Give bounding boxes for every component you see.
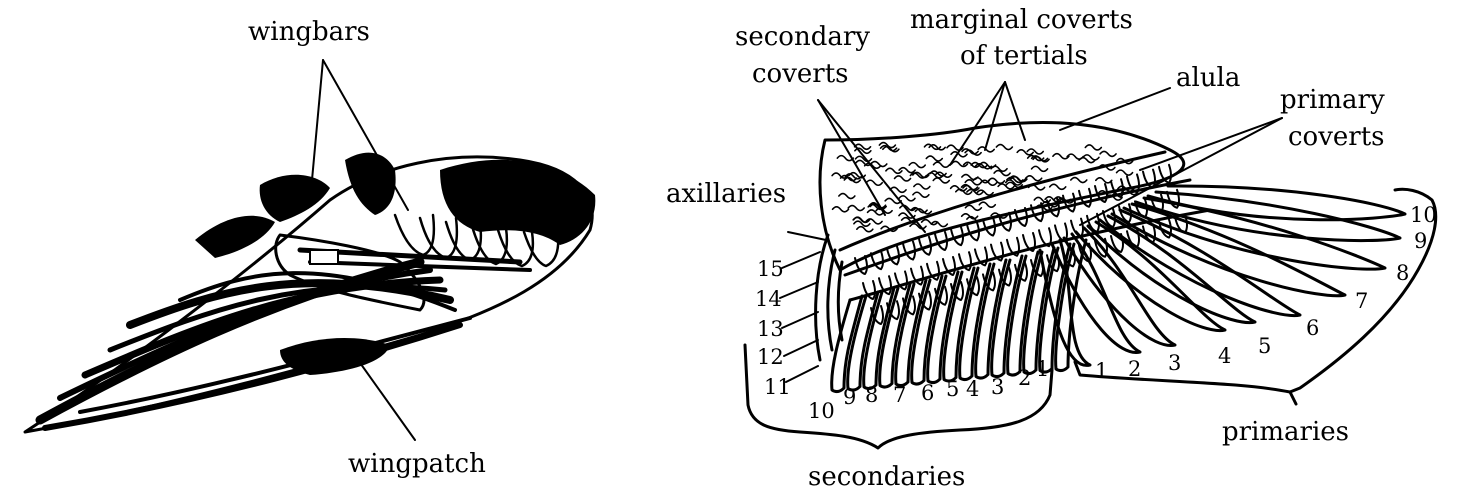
- alula-leader: [1060, 88, 1170, 130]
- mottle-mark: [913, 192, 929, 197]
- mottle-mark: [848, 206, 864, 211]
- secondary-number-3: 3: [991, 375, 1004, 399]
- axillaries-leader: [788, 232, 826, 240]
- marginal-coverts-leader-2: [1005, 82, 1025, 140]
- secondary-number-2: 2: [1018, 366, 1031, 390]
- label-marginal-coverts-2: of tertials: [960, 41, 1088, 71]
- secondary-number-5: 5: [946, 377, 959, 401]
- secondary-number-12: 12: [757, 345, 784, 369]
- primary-number-5: 5: [1258, 334, 1271, 358]
- primary-number-9: 9: [1414, 229, 1427, 253]
- label-secondary-coverts-2: coverts: [752, 59, 849, 89]
- mottle-mark: [1085, 145, 1101, 150]
- primary-number-1: 1: [1095, 359, 1108, 383]
- secondary-number-13: 13: [757, 317, 784, 341]
- mottle-mark: [866, 180, 882, 185]
- primary-number-10: 10: [1410, 203, 1437, 227]
- mottle-mark: [914, 184, 930, 189]
- wingbars-leader-1: [312, 60, 323, 180]
- mottle-mark: [1100, 151, 1116, 156]
- flight-feather-stripes: [40, 250, 530, 428]
- secondary-coverts-leader-2: [818, 100, 925, 232]
- primary-number-3: 3: [1168, 351, 1181, 375]
- secondary-number-15: 15: [757, 257, 784, 281]
- secondary-number-7: 7: [893, 383, 906, 407]
- dark-covert-mass-2: [345, 153, 396, 215]
- folded-wing-drawing: wingbars wingpatch: [25, 17, 595, 479]
- label-secondaries: secondaries: [808, 462, 965, 492]
- mottle-mark: [962, 175, 978, 180]
- secondary-number-4: 4: [966, 377, 979, 401]
- label-wingbars: wingbars: [248, 17, 370, 47]
- secondary-number-1: 1: [1036, 357, 1049, 381]
- mottle-mark: [1117, 170, 1133, 175]
- mottle-mark: [1050, 184, 1066, 189]
- mottle-mark: [857, 227, 873, 232]
- label-axillaries: axillaries: [666, 179, 786, 209]
- mottle-mark: [979, 202, 995, 207]
- mottle-mark: [1026, 176, 1042, 181]
- secondary-number-10: 10: [808, 399, 835, 423]
- primary-number-7: 7: [1355, 289, 1368, 313]
- secondary-number-8: 8: [865, 383, 878, 407]
- secondary-number-11: 11: [764, 375, 791, 399]
- dark-wingpatch: [280, 338, 390, 375]
- label-secondary-coverts-1: secondary: [735, 22, 870, 52]
- label-alula: alula: [1176, 63, 1240, 93]
- label-primaries: primaries: [1222, 417, 1349, 447]
- dark-covert-mass-4: [195, 216, 275, 258]
- sec-11-leader: [786, 366, 818, 382]
- mottle-mark: [833, 207, 849, 212]
- mottle-mark: [895, 176, 911, 181]
- marginal-coverts-leader-3: [985, 82, 1005, 150]
- mottle-mark: [1032, 166, 1048, 171]
- mottle-mark: [1096, 178, 1112, 183]
- primary-number-6: 6: [1306, 316, 1319, 340]
- label-marginal-coverts-1: marginal coverts: [910, 5, 1133, 35]
- mottle-mark: [933, 178, 949, 183]
- primary-feathers: [1040, 186, 1405, 365]
- sec-13-leader: [782, 312, 818, 328]
- sec-14-leader: [780, 282, 818, 298]
- mottle-mark: [965, 205, 981, 210]
- mottle-mark: [839, 194, 855, 199]
- dark-covert-mass-1: [440, 160, 595, 245]
- mottle-mark: [909, 163, 925, 168]
- label-wingpatch: wingpatch: [348, 449, 486, 479]
- primary-number-2: 2: [1128, 357, 1141, 381]
- primary-number-8: 8: [1396, 261, 1409, 285]
- secondary-number-6: 6: [921, 381, 934, 405]
- sec-15-leader: [782, 252, 820, 268]
- primaries-brace-tip: [1290, 392, 1296, 404]
- mottle-mark: [926, 156, 942, 161]
- mottle-mark: [996, 145, 1012, 150]
- mottle-mark: [1071, 178, 1087, 183]
- wing-window: [310, 250, 338, 264]
- secondary-number-14: 14: [755, 287, 782, 311]
- dark-covert-mass-3: [260, 175, 330, 222]
- primary-coverts-leader-1: [1140, 118, 1282, 170]
- label-primary-coverts-2: coverts: [1288, 122, 1385, 152]
- mottle-mark: [1017, 150, 1033, 155]
- mottle-mark: [1027, 149, 1043, 154]
- secondary-number-9: 9: [843, 385, 856, 409]
- sec-12-leader: [784, 340, 818, 356]
- primary-number-4: 4: [1218, 344, 1231, 368]
- wingpatch-leader: [358, 360, 415, 440]
- primary-coverts-leader-2: [1080, 118, 1282, 225]
- mottle-mark: [934, 162, 950, 167]
- spread-wing-drawing: secondary coverts marginal coverts of te…: [666, 5, 1437, 492]
- label-primary-coverts-1: primary: [1280, 85, 1385, 115]
